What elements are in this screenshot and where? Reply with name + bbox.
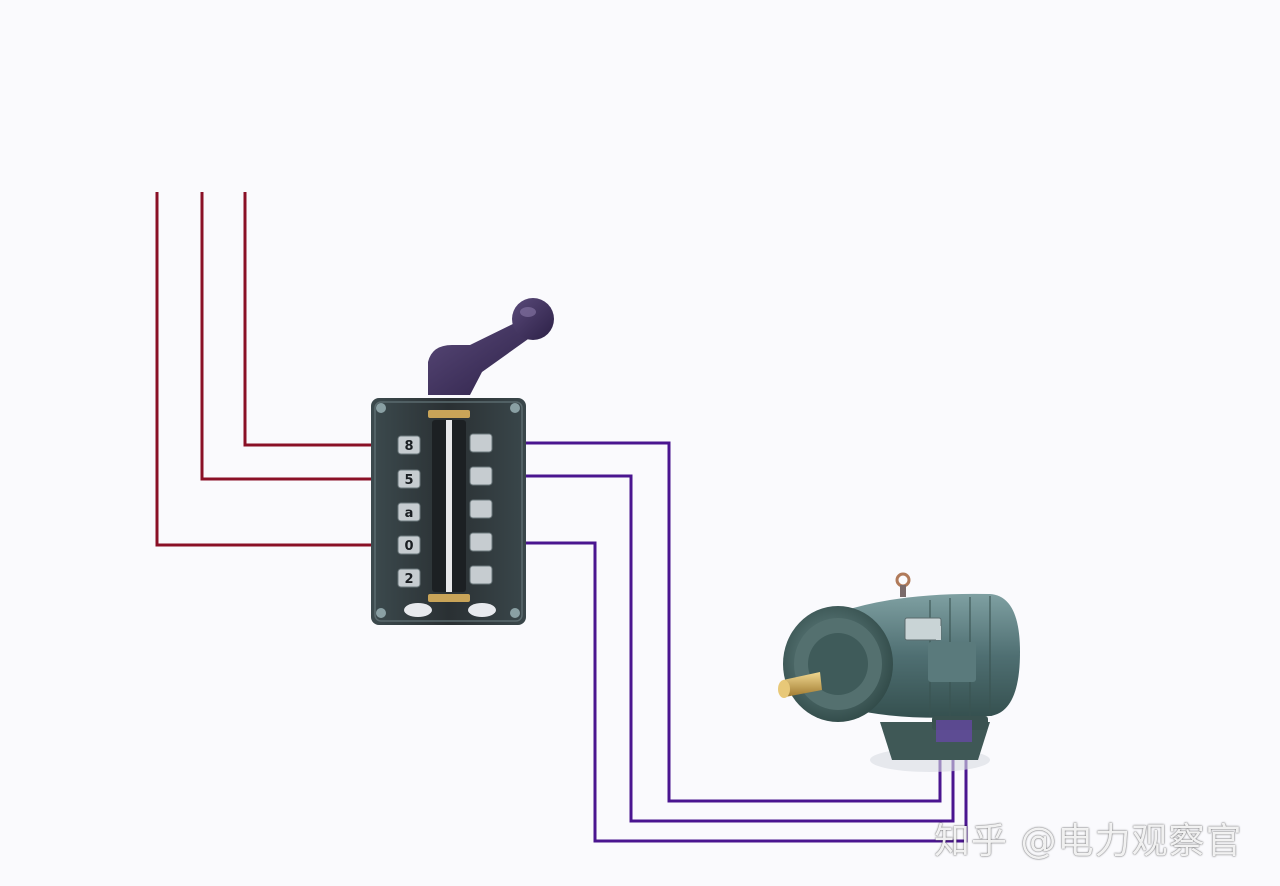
terminal[interactable] bbox=[469, 466, 493, 486]
terminal[interactable] bbox=[397, 435, 421, 455]
nameplate bbox=[904, 617, 942, 641]
terminal-label: 2 bbox=[404, 572, 413, 587]
supply-wire-3 bbox=[155, 192, 400, 547]
terminal[interactable] bbox=[397, 502, 421, 522]
motor-wire-1 bbox=[485, 441, 942, 803]
supply-wire-2 bbox=[200, 192, 400, 481]
screw-icon bbox=[376, 608, 386, 618]
supply-wires bbox=[155, 192, 400, 547]
motor-wire-2 bbox=[485, 474, 955, 823]
right-terminals bbox=[469, 433, 493, 585]
screw-icon bbox=[376, 403, 386, 413]
terminal-label: 5 bbox=[404, 473, 413, 488]
supply-wire-1 bbox=[243, 192, 400, 447]
terminal-label: 0 bbox=[404, 539, 413, 554]
terminal-box bbox=[928, 642, 976, 682]
terminal-label: 8 bbox=[404, 439, 413, 454]
screw-icon bbox=[510, 608, 520, 618]
terminal[interactable] bbox=[397, 469, 421, 489]
left-terminals bbox=[397, 435, 421, 588]
screw-icon bbox=[510, 403, 520, 413]
terminal[interactable] bbox=[469, 499, 493, 519]
terminal[interactable] bbox=[397, 568, 421, 588]
lifting-eye-icon bbox=[895, 572, 911, 588]
changeover-switch: 8 5 a 0 2 bbox=[371, 398, 526, 625]
motor-shaft bbox=[783, 672, 822, 697]
motor-wire-3 bbox=[485, 541, 968, 843]
electric-motor bbox=[778, 572, 1020, 772]
terminal[interactable] bbox=[469, 565, 493, 585]
terminal-label: a bbox=[405, 506, 414, 521]
terminal[interactable] bbox=[469, 433, 493, 453]
terminal[interactable] bbox=[397, 535, 421, 555]
motor-wires bbox=[485, 441, 968, 843]
terminal[interactable] bbox=[469, 532, 493, 552]
watermark-text: 知乎 @电力观察官 bbox=[934, 821, 1243, 862]
switch-handle[interactable] bbox=[428, 298, 554, 395]
